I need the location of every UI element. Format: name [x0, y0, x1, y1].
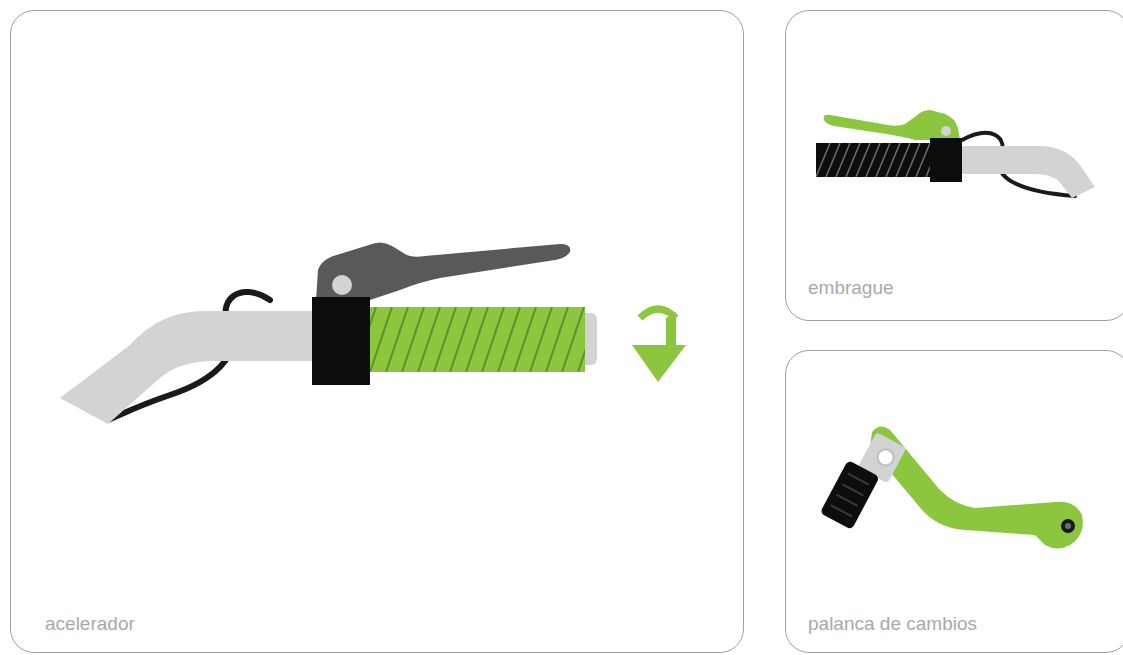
control-panel: palanca de cambios: [785, 350, 1123, 653]
control-panel: acelerador: [10, 10, 744, 653]
shift-lever-drawing: [820, 426, 1083, 548]
control-panel: embrague: [785, 10, 1123, 321]
clutch-drawing: [816, 110, 1095, 198]
throttle-drawing: [60, 242, 686, 424]
panel-label: palanca de cambios: [808, 613, 977, 636]
panel-label: acelerador: [45, 613, 135, 636]
panel-label: embrague: [808, 277, 894, 300]
